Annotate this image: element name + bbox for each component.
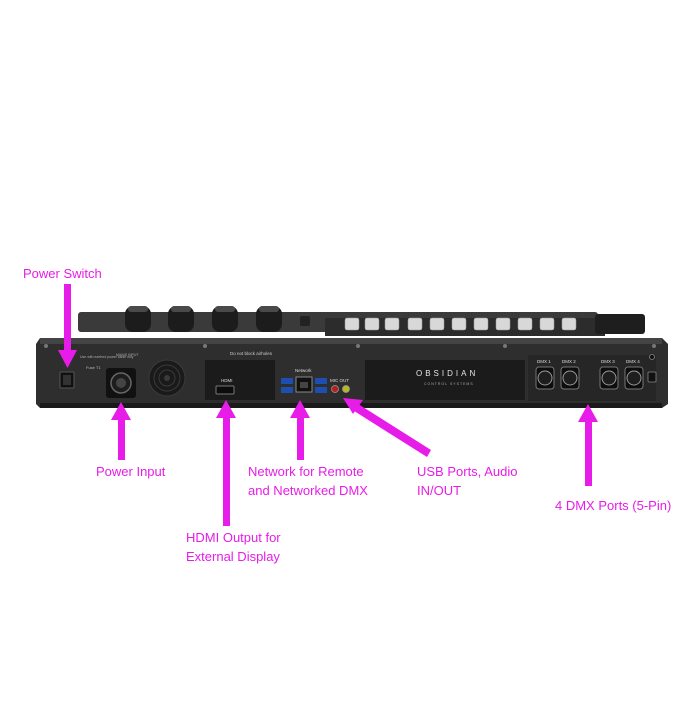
power-inlet xyxy=(106,368,136,398)
console-top-surface xyxy=(78,306,645,336)
dmx2-label: DMX 2 xyxy=(562,359,576,364)
hdmi-port-label: HDMI xyxy=(221,378,233,383)
brand-subtitle: CONTROL SYSTEMS xyxy=(424,382,474,386)
dmx-ports-block xyxy=(528,355,656,401)
dmx4-label: DMX 4 xyxy=(626,359,640,364)
fader-caps xyxy=(344,317,577,331)
dmx3-label: DMX 3 xyxy=(601,359,615,364)
brand-logo-text: OBSIDIAN xyxy=(416,369,478,378)
ethernet-port xyxy=(295,376,313,393)
callout-hdmi: HDMI Output for External Display xyxy=(186,530,281,564)
hdmi-port xyxy=(215,385,235,395)
mic-out-label: MIC OUT xyxy=(330,378,349,383)
power-switch xyxy=(59,371,75,389)
callout-usb-audio: USB Ports, Audio IN/OUT xyxy=(417,464,518,498)
callout-arrows xyxy=(58,284,598,526)
usb-ports-left xyxy=(281,378,293,393)
encoder-knobs xyxy=(125,306,282,332)
warning-text: Use with earthed power cable only xyxy=(80,355,134,359)
arrow-network xyxy=(290,400,310,460)
power-spec-text: MAINS INPUT xyxy=(116,353,139,357)
network-port-label: Network xyxy=(295,368,312,373)
arrow-power-switch xyxy=(58,284,77,368)
arrow-usb-audio xyxy=(343,398,431,457)
arrow-dmx xyxy=(578,404,598,486)
arrow-hdmi xyxy=(216,400,236,526)
audio-jacks xyxy=(331,385,350,393)
callout-dmx: 4 DMX Ports (5-Pin) xyxy=(555,498,672,513)
kensington-lock xyxy=(647,354,657,383)
dmx1-label: DMX 1 xyxy=(537,359,551,364)
callout-power-input: Power Input xyxy=(96,464,166,479)
callout-network: Network for Remote and Networked DMX xyxy=(248,464,368,498)
vents-warning-label: Do not block airholes xyxy=(230,351,273,356)
fan-grille xyxy=(148,359,186,397)
arrow-power-input xyxy=(111,402,131,460)
fuse-label: Fuse T1 xyxy=(86,365,101,370)
vent-slots xyxy=(205,360,525,400)
usb-ports-right xyxy=(315,378,327,393)
callout-power-switch: Power Switch xyxy=(23,266,102,281)
